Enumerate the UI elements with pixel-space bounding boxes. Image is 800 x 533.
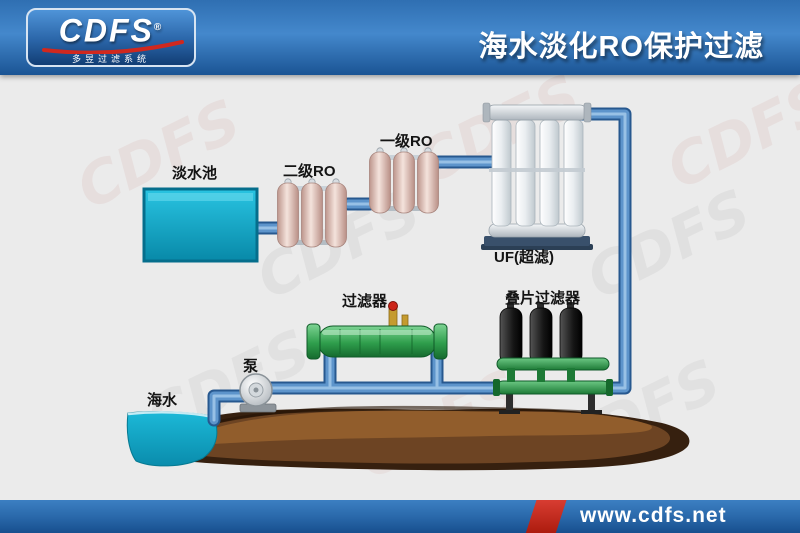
pipes [207,107,632,427]
label-disc-filter: 叠片过滤器 [505,290,581,307]
header-bar: CDFS® 多昱过滤系统 海水淡化RO保护过滤 [0,0,800,75]
label-freshwater-pool: 淡水池 [172,165,218,182]
label-pump: 泵 [243,358,259,375]
uf-unit [481,102,593,250]
inline-filter [306,301,448,360]
logo-swoosh [42,40,184,54]
label-uf: UF(超滤) [494,249,554,266]
logo-registered-mark: ® [153,22,164,33]
pump [239,373,277,413]
logo-text: CDFS [58,12,154,49]
seawater-body [126,411,218,467]
label-second-stage-ro: 二级RO [283,163,336,180]
first-stage-ro-unit [369,147,439,214]
website-url[interactable]: www.cdfs.net [580,504,727,527]
second-stage-ro-unit [277,178,347,248]
label-seawater: 海水 [147,392,178,409]
footer-bar: www.cdfs.net [0,500,800,533]
page-title: 海水淡化RO保护过滤 [478,31,764,63]
footer-red-stripe [523,500,569,533]
svg-text:CDFS: CDFS [576,176,761,313]
disc-filter-unit [493,302,613,414]
logo-wordmark: CDFS® [28,10,194,49]
label-first-stage-ro: 一级RO [380,133,433,150]
brand-logo: CDFS® 多昱过滤系统 [26,8,196,67]
logo-subtext: 多昱过滤系统 [71,53,150,64]
label-filter: 过滤器 [342,293,388,310]
freshwater-pool [142,187,259,263]
